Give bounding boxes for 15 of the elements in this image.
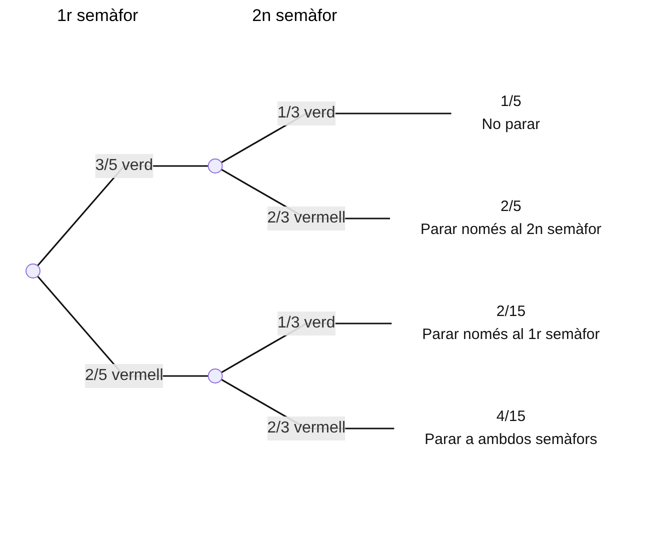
node-point [25,264,40,278]
node-point [208,368,223,384]
edge-label: 3/5 verd [95,157,153,174]
node-text: 2/5 Parar només al 2n semàfor [420,198,602,238]
edge-label: 2/3 vermell [267,210,346,226]
column-heading: 1r semàfor [56,6,138,26]
edge-label: 2/5 vermell [84,367,164,384]
node-point [208,158,223,174]
node-text: 2/15 Parar només al 1r semàfor [422,303,600,342]
node-text: 1/5 No parar [482,93,540,132]
edge-label: 2/3 vermell [267,420,346,436]
column-heading: 2n semàfor [252,6,338,26]
edge-label: 1/3 verd [277,104,336,122]
edge-label: 1/3 verd [277,314,336,332]
node-text: 4/15 Parar a ambdos semàfors [424,408,598,448]
